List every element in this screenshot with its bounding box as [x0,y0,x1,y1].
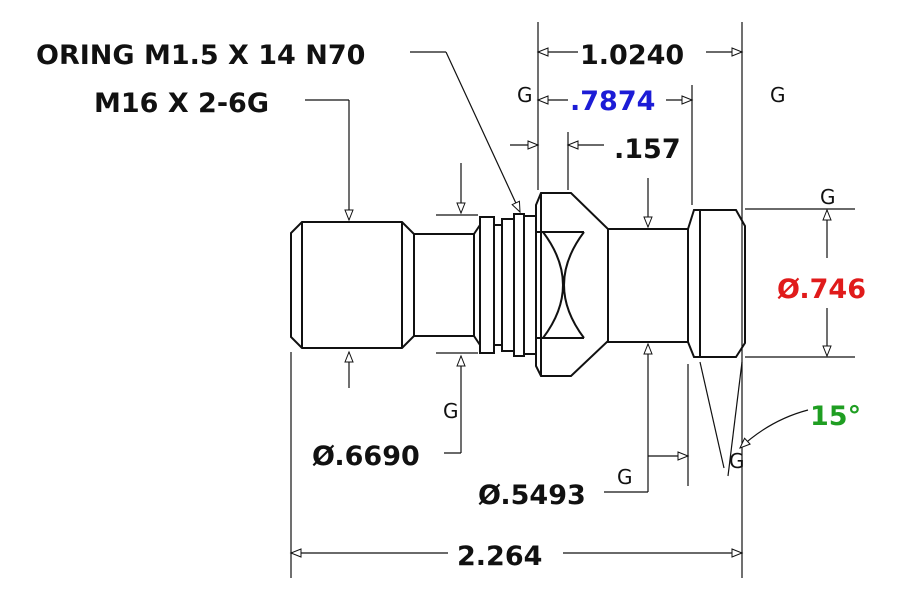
part-outline [290,192,746,377]
dim-angle: 15° [810,401,861,432]
g-marker: G [617,465,633,489]
dim-blue: .7874 [570,86,655,117]
g-marker: G [770,83,786,107]
dim-overall-length: 2.264 [457,541,542,572]
collar [513,213,525,357]
dim-neck-diameter: Ø.5493 [478,480,586,511]
hex-arc [563,231,585,339]
g-marker: G [517,83,533,107]
dim-thread-diameter: Ø.6690 [312,441,420,472]
g-marker: G [443,399,459,423]
hex-arc [542,231,564,339]
shank [413,233,475,337]
neck [607,228,689,343]
threaded-end [290,221,415,349]
collar [479,216,495,354]
dimension-lines [289,22,855,578]
head [687,209,746,358]
collar [523,215,537,355]
dim-top-length: 1.0240 [580,40,684,71]
thread-callout: M16 X 2-6G [94,88,269,119]
dim-small: .157 [614,134,681,165]
hex-flange [535,192,609,377]
g-marker: G [729,449,745,473]
g-marker: G [820,185,836,209]
oring-callout: ORING M1.5 X 14 N70 [36,40,365,71]
collar [501,218,515,352]
dim-head-diameter: Ø.746 [777,274,866,305]
oring-groove [493,224,503,346]
